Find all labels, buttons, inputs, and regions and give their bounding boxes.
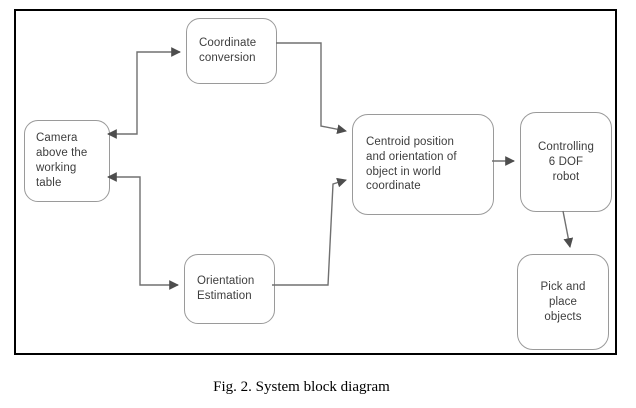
box-centroid: Centroid position and orientation of obj…	[352, 114, 494, 215]
box-orientation-estimation-label: Orientation Estimation	[197, 275, 255, 302]
box-camera-label: Camera above the working table	[36, 132, 88, 189]
diagram-frame: Camera above the working table Coordinat…	[14, 9, 617, 355]
box-pick-place: Pick and place objects	[517, 254, 609, 350]
figure-caption: Fig. 2. System block diagram	[213, 379, 390, 395]
box-orientation-estimation: Orientation Estimation	[184, 254, 275, 324]
box-coordinate-conversion-label: Coordinate conversion	[199, 37, 257, 64]
box-coordinate-conversion: Coordinate conversion	[186, 18, 277, 84]
box-controlling-robot: Controlling 6 DOF robot	[520, 112, 612, 212]
box-camera: Camera above the working table	[24, 120, 110, 202]
box-pick-place-label: Pick and place objects	[540, 280, 586, 323]
box-controlling-robot-label: Controlling 6 DOF robot	[537, 140, 595, 183]
box-centroid-label: Centroid position and orientation of obj…	[366, 136, 457, 193]
